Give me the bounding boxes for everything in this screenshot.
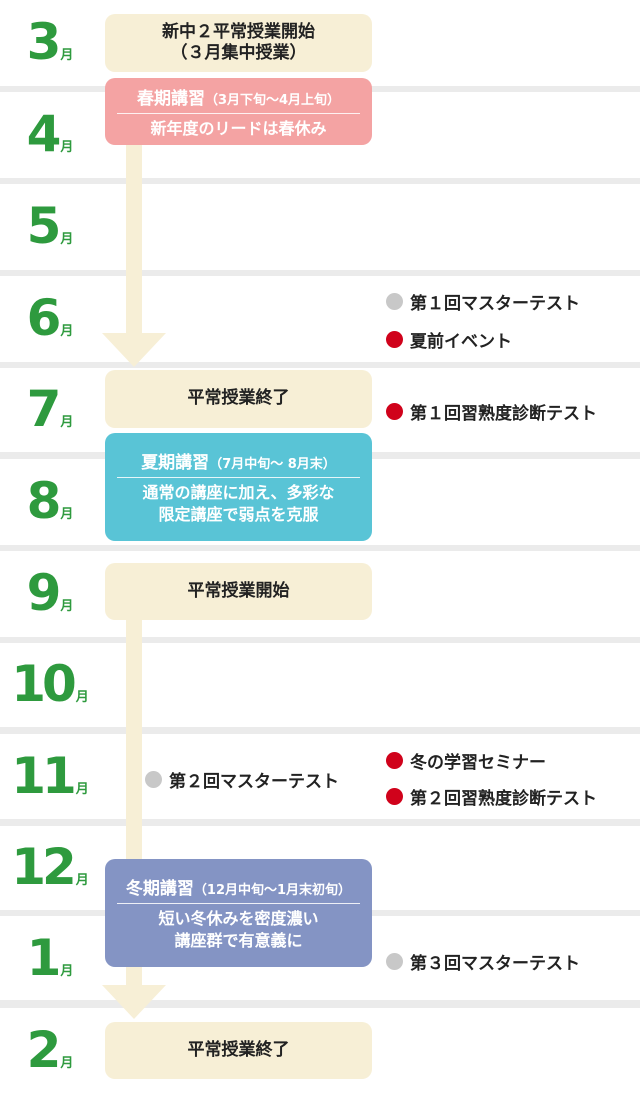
march-start-box: 新中２平常授業開始 （３月集中授業） xyxy=(105,14,372,72)
march-start-line2: （３月集中授業） xyxy=(170,43,307,63)
red-dot-icon xyxy=(386,788,403,805)
month-row xyxy=(0,184,640,270)
feb-end-label: 平常授業終了 xyxy=(187,1039,290,1060)
feb-end-box: 平常授業終了 xyxy=(105,1022,372,1079)
red-dot-icon xyxy=(386,752,403,769)
event-summer-event: 夏前イベント xyxy=(386,327,512,352)
timeline-arrow-head xyxy=(102,333,166,367)
grey-dot-icon xyxy=(386,953,403,970)
winter-course-title: 冬期講習（12月中旬～1月末初旬） xyxy=(117,874,360,905)
sept-start-box: 平常授業開始 xyxy=(105,563,372,620)
spring-course-title: 春期講習（3月下旬～4月上旬） xyxy=(117,84,360,114)
event-proficiency-test-1: 第１回習熟度診断テスト xyxy=(386,399,597,424)
event-master-test-1: 第１回マスターテスト xyxy=(386,289,580,314)
grey-dot-icon xyxy=(386,293,403,310)
july-end-box: 平常授業終了 xyxy=(105,370,372,428)
summer-course-desc: 通常の講座に加え、多彩な 限定講座で弱点を克服 xyxy=(142,483,335,524)
sept-start-label: 平常授業開始 xyxy=(187,580,290,601)
event-winter-seminar: 冬の学習セミナー xyxy=(386,748,546,773)
grey-dot-icon xyxy=(145,771,162,788)
july-end-label: 平常授業終了 xyxy=(187,388,290,409)
spring-course-desc: 新年度のリードは春休み xyxy=(150,118,327,138)
summer-course-title: 夏期講習（7月中旬～ 8月末） xyxy=(117,448,360,479)
event-proficiency-test-2: 第２回習熟度診断テスト xyxy=(386,784,597,809)
timeline-arrow-head xyxy=(102,985,166,1019)
summer-course-box: 夏期講習（7月中旬～ 8月末） 通常の講座に加え、多彩な 限定講座で弱点を克服 xyxy=(105,433,372,541)
month-row xyxy=(0,734,640,819)
red-dot-icon xyxy=(386,403,403,420)
spring-course-box: 春期講習（3月下旬～4月上旬） 新年度のリードは春休み xyxy=(105,78,372,145)
red-dot-icon xyxy=(386,331,403,348)
timeline-arrow-shaft xyxy=(126,140,142,335)
event-master-test-3: 第３回マスターテスト xyxy=(386,949,580,974)
march-start-line1: 新中２平常授業開始 xyxy=(162,21,315,42)
event-master-test-2: 第２回マスターテスト xyxy=(145,767,339,792)
winter-course-box: 冬期講習（12月中旬～1月末初旬） 短い冬休みを密度濃い 講座群で有意義に xyxy=(105,859,372,967)
winter-course-desc: 短い冬休みを密度濃い 講座群で有意義に xyxy=(158,909,319,950)
month-row xyxy=(0,643,640,727)
